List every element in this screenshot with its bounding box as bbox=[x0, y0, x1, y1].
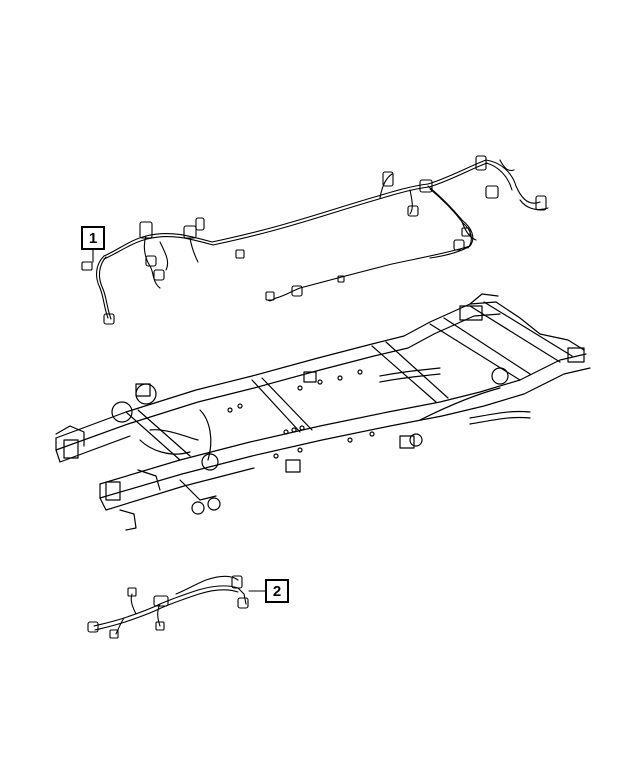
chassis-wiring-harness[interactable] bbox=[81, 155, 549, 325]
callout-1-number: 1 bbox=[88, 229, 98, 247]
callout-2-number: 2 bbox=[272, 582, 282, 600]
vehicle-frame-assembly[interactable] bbox=[55, 293, 591, 531]
trailer-tow-wiring-harness[interactable] bbox=[87, 575, 266, 639]
callout-1[interactable]: 1 bbox=[81, 226, 105, 250]
callout-2[interactable]: 2 bbox=[265, 579, 289, 603]
